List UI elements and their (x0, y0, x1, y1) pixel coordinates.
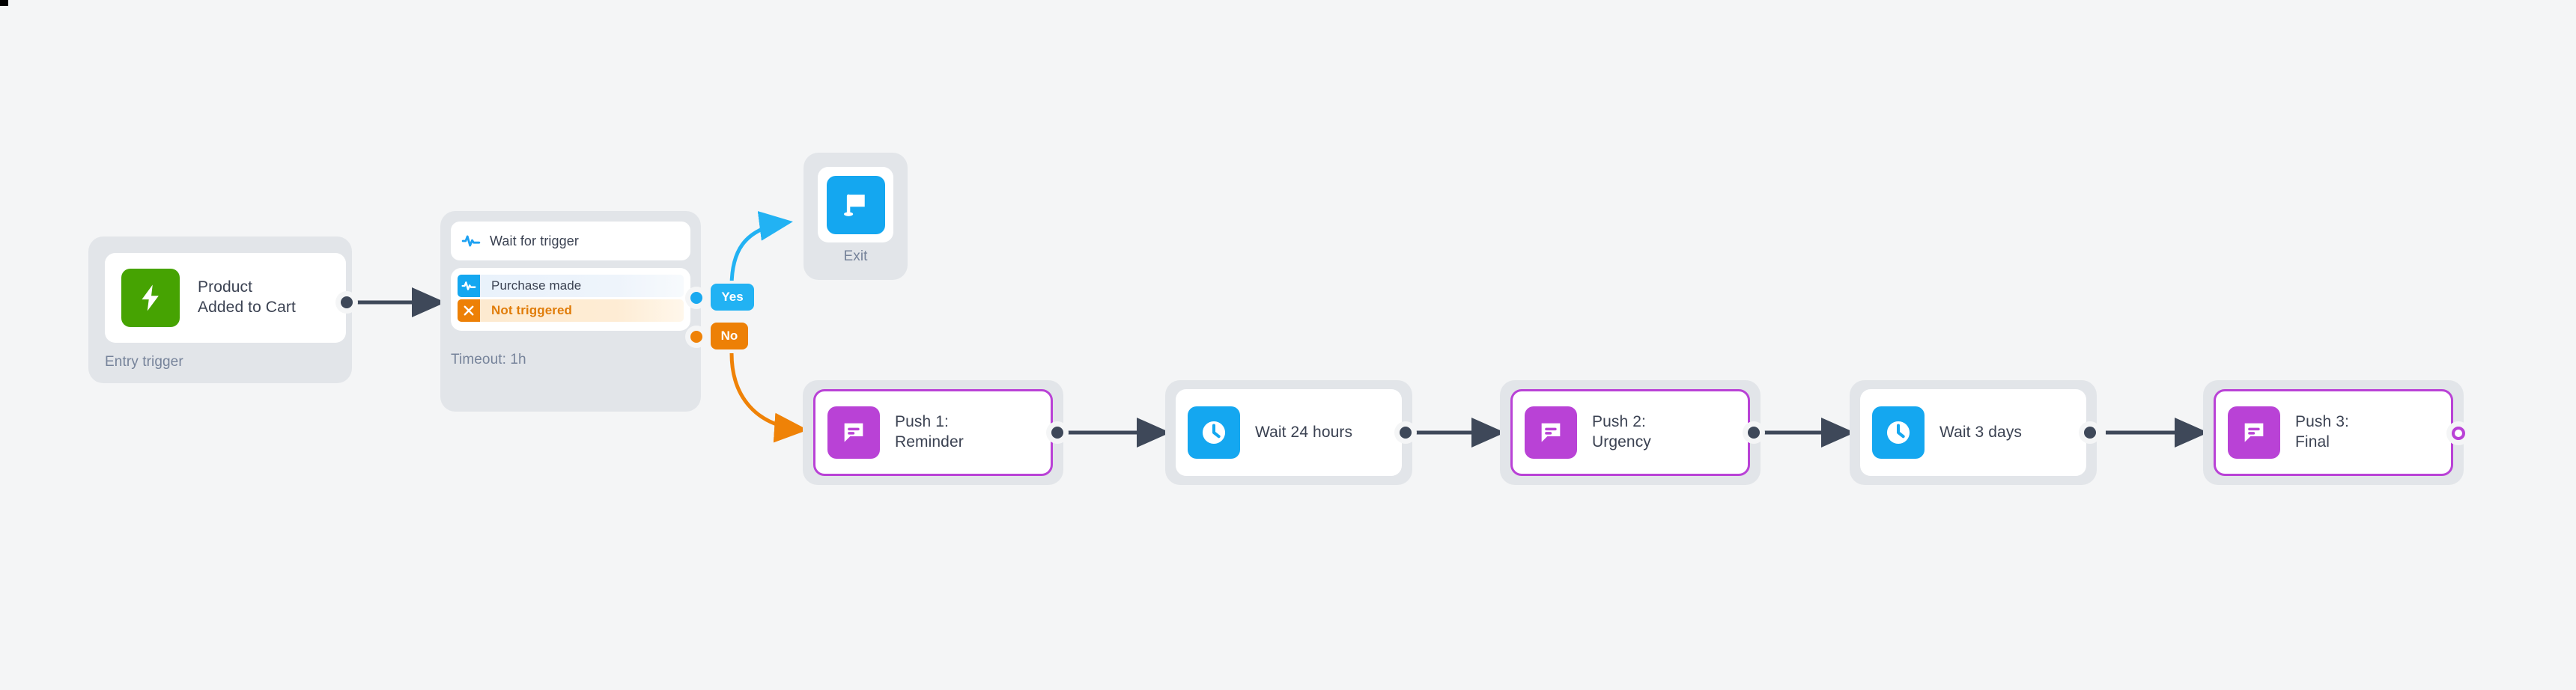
push-2-card[interactable]: Push 2: Urgency (1510, 389, 1750, 476)
exit-icon-card[interactable] (818, 167, 893, 242)
branch-no-port[interactable] (690, 331, 702, 343)
entry-trigger-card[interactable]: Product Added to Cart (105, 253, 346, 343)
branch-yes-badge[interactable]: Yes (711, 284, 754, 311)
push-3-output-port[interactable] (2452, 427, 2465, 440)
exit-caption: Exit (843, 248, 868, 264)
wait-for-trigger-header[interactable]: Wait for trigger (451, 222, 690, 260)
clock-icon (1872, 406, 1925, 459)
chat-bubble-icon (827, 406, 880, 459)
edge-yes-to-exit (729, 211, 793, 287)
clock-icon (1188, 406, 1240, 459)
node-wait-for-trigger[interactable]: Wait for trigger Purchase made Not trigg… (440, 211, 701, 412)
wait-24-hours-card[interactable]: Wait 24 hours (1176, 389, 1402, 476)
chat-bubble-icon (1525, 406, 1577, 459)
node-entry-trigger[interactable]: Product Added to Cart Entry trigger (88, 236, 352, 383)
push-1-title: Push 1: Reminder (895, 413, 964, 451)
entry-trigger-title: Product Added to Cart (198, 278, 296, 316)
node-push-1[interactable]: Push 1: Reminder (803, 380, 1063, 485)
wait-3-days-card[interactable]: Wait 3 days (1860, 389, 2086, 476)
branch-yes-port[interactable] (690, 292, 702, 304)
edge-no-to-push1 (729, 352, 808, 443)
wait-for-trigger-conditions: Purchase made Not triggered (451, 268, 690, 331)
node-wait-3-days[interactable]: Wait 3 days (1850, 380, 2097, 485)
wait-for-trigger-caption: Timeout: 1h (451, 352, 526, 367)
node-wait-24-hours[interactable]: Wait 24 hours (1165, 380, 1412, 485)
condition-row-purchase-made[interactable]: Purchase made (458, 275, 684, 297)
condition-label: Not triggered (491, 303, 573, 317)
entry-trigger-caption: Entry trigger (105, 354, 183, 370)
flag-icon (826, 175, 885, 234)
condition-row-not-triggered[interactable]: Not triggered (458, 299, 684, 322)
push-1-card[interactable]: Push 1: Reminder (813, 389, 1053, 476)
push-3-title: Push 3: Final (2295, 413, 2349, 451)
node-push-3[interactable]: Push 3: Final (2203, 380, 2464, 485)
chat-bubble-icon (2228, 406, 2280, 459)
wait-3-days-title: Wait 3 days (1939, 423, 2023, 441)
wait-24-hours-output-port[interactable] (1400, 427, 1412, 439)
push-2-output-port[interactable] (1748, 427, 1760, 439)
pulse-icon (458, 275, 480, 297)
entry-trigger-output-port[interactable] (341, 296, 353, 308)
wait-for-trigger-header-label: Wait for trigger (490, 233, 579, 248)
lightning-bolt-icon (121, 269, 180, 327)
corner-marker (0, 0, 8, 6)
wait-24-hours-title: Wait 24 hours (1255, 423, 1353, 441)
push-3-card[interactable]: Push 3: Final (2214, 389, 2453, 476)
node-push-2[interactable]: Push 2: Urgency (1500, 380, 1761, 485)
condition-label: Purchase made (491, 278, 582, 293)
wait-3-days-output-port[interactable] (2084, 427, 2096, 439)
pulse-icon (461, 231, 481, 251)
push-1-output-port[interactable] (1051, 427, 1063, 439)
node-exit[interactable]: Exit (804, 153, 908, 280)
branch-no-badge[interactable]: No (711, 323, 748, 349)
push-2-title: Push 2: Urgency (1592, 413, 1651, 451)
x-icon (458, 299, 480, 322)
